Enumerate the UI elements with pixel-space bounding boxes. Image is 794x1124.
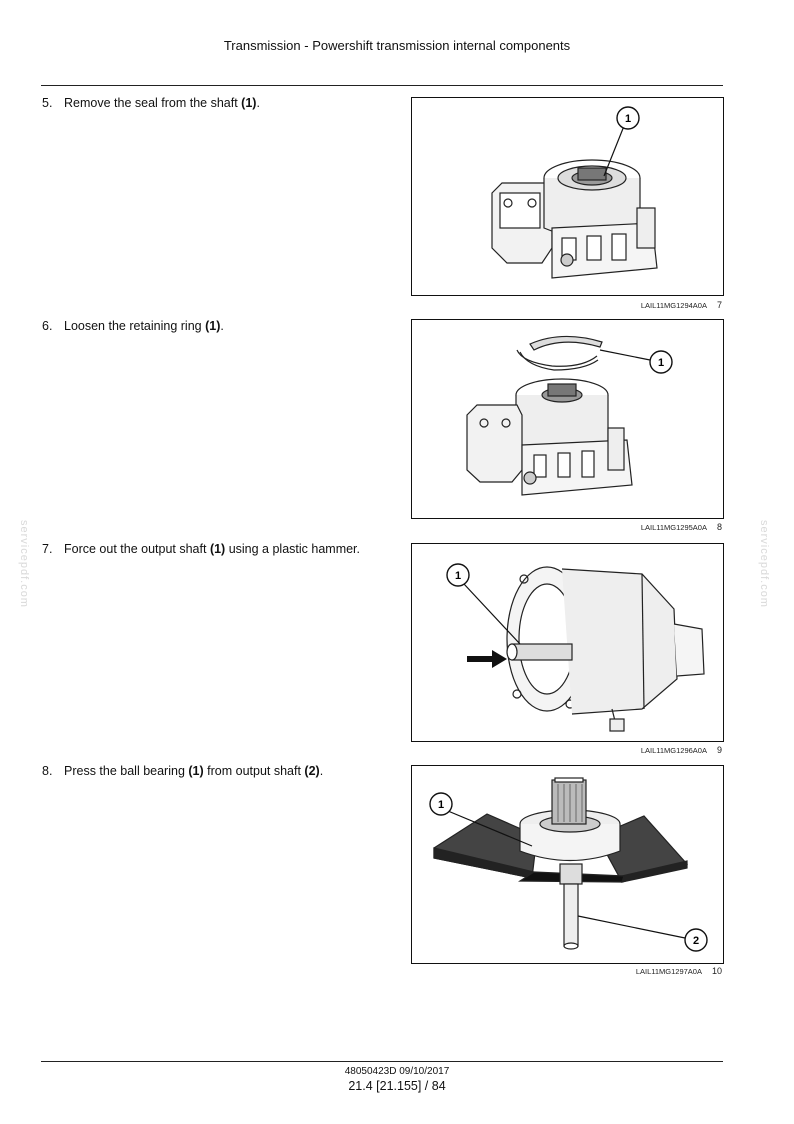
- figure-caption: LAIL11MG1294A0A 7: [411, 300, 722, 310]
- step-text: .: [256, 96, 260, 110]
- figure-number: 7: [716, 300, 722, 310]
- figure-10: 1 2: [411, 765, 724, 964]
- figure-code: LAIL11MG1296A0A: [640, 746, 707, 755]
- figure-caption: LAIL11MG1297A0A 10: [411, 966, 722, 976]
- figure-code: LAIL11MG1297A0A: [635, 967, 702, 976]
- leader-line: [577, 915, 686, 939]
- step-number: 8.: [42, 764, 53, 778]
- figure-caption: LAIL11MG1296A0A 9: [411, 745, 722, 755]
- step-text: from output shaft: [203, 764, 305, 778]
- step-5: 5. Remove the seal from the shaft (1).: [42, 95, 392, 111]
- watermark-left: servicepdf.com: [18, 520, 30, 608]
- leader-line: [599, 349, 651, 361]
- callout-circle: [429, 792, 453, 816]
- footer-rule: [41, 1061, 723, 1062]
- pump-seal-illustration: 1: [491, 106, 658, 279]
- step-text: .: [220, 319, 224, 333]
- callout-label: 1: [438, 799, 444, 811]
- figure-number: 8: [716, 522, 722, 532]
- ball-bearing-press-illustration: 1 2: [429, 777, 708, 952]
- step-ref: (1): [188, 764, 204, 778]
- callout-circle: [684, 928, 708, 952]
- step-8: 8. Press the ball bearing (1) from output…: [42, 763, 392, 779]
- step-text: Force out the output shaft: [64, 542, 210, 556]
- figure-code: LAIL11MG1295A0A: [640, 523, 707, 532]
- watermark-right: servicepdf.com: [758, 520, 770, 608]
- step-number: 5.: [42, 96, 53, 110]
- callout-label: 1: [658, 357, 664, 369]
- step-text: Press the ball bearing: [64, 764, 189, 778]
- callout-circle: [446, 563, 470, 587]
- step-number: 6.: [42, 319, 53, 333]
- callout-label: 1: [455, 570, 461, 582]
- step-text: Remove the seal from the shaft: [64, 96, 242, 110]
- step-ref: (1): [209, 542, 226, 556]
- leader-line: [603, 125, 625, 177]
- force-arrow-icon: [467, 650, 507, 668]
- figure-code: LAIL11MG1294A0A: [640, 301, 707, 310]
- step-ref: (1): [205, 319, 221, 333]
- figure-caption: LAIL11MG1295A0A 8: [411, 522, 722, 532]
- step-ref: (2): [304, 764, 320, 778]
- figure-number: 9: [716, 745, 722, 755]
- callout-label: 2: [693, 935, 699, 947]
- figure-8: 1: [411, 319, 724, 519]
- leader-line: [463, 583, 521, 645]
- retaining-ring-illustration: 1: [466, 335, 673, 496]
- figure-number: 10: [711, 966, 722, 976]
- page-title: Transmission - Powershift transmission i…: [223, 38, 571, 53]
- step-6: 6. Loosen the retaining ring (1).: [42, 318, 392, 334]
- step-7: 7. Force out the output shaft (1) using a…: [42, 541, 392, 557]
- callout-circle: [649, 350, 673, 374]
- step-ref: (1): [241, 96, 257, 110]
- callout-circle: [616, 106, 640, 130]
- step-text: Loosen the retaining ring: [64, 319, 206, 333]
- footer-page-number: 21.4 [21.155] / 84: [348, 1079, 446, 1093]
- step-text: .: [319, 764, 324, 778]
- step-text: using a plastic hammer.: [225, 542, 361, 556]
- step-number: 7.: [42, 542, 53, 556]
- leader-line: [447, 810, 533, 847]
- callout-label: 1: [625, 113, 631, 125]
- figure-9: 1: [411, 543, 724, 742]
- figure-7: 1: [411, 97, 724, 296]
- header-rule: [41, 85, 723, 86]
- footer-doc-code: 48050423D 09/10/2017: [344, 1066, 450, 1077]
- output-shaft-illustration: 1: [446, 563, 705, 732]
